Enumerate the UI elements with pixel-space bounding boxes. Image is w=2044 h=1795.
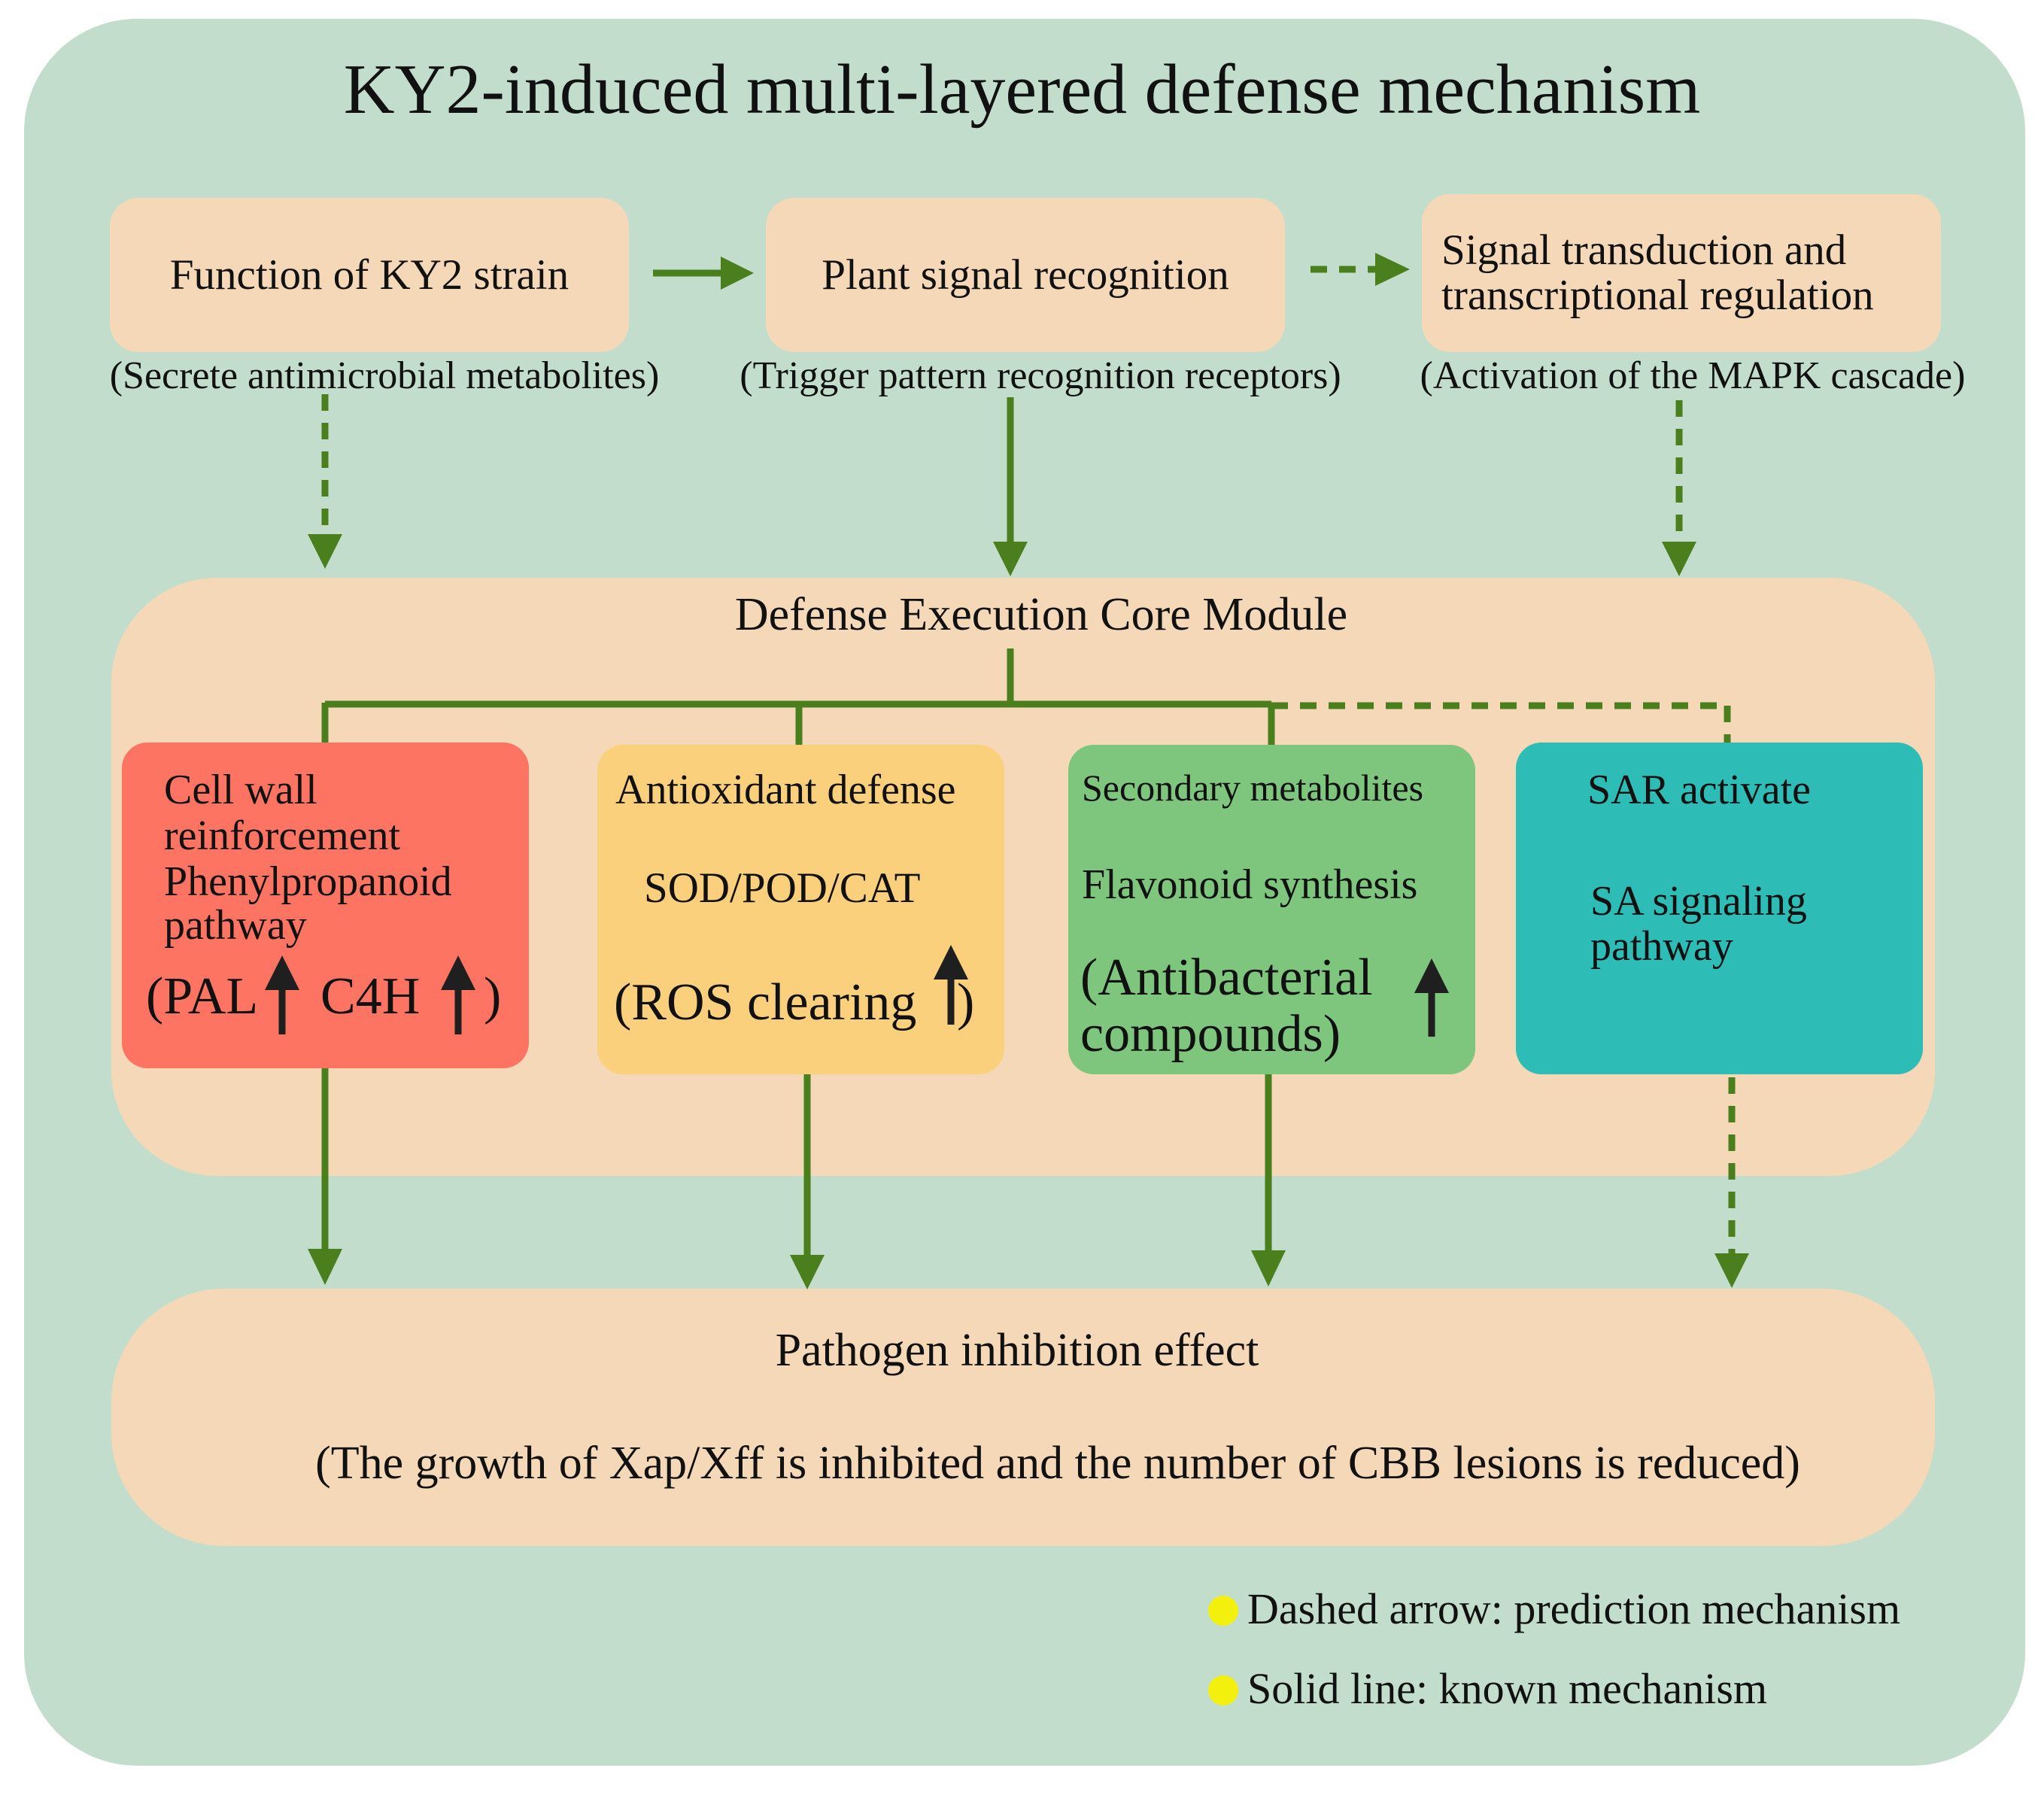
arrowhead-ky2-to-recognition [721, 257, 754, 290]
secondary-line1: Secondary metabolites [1082, 767, 1424, 809]
cell-wall-c4h: C4H [320, 967, 421, 1025]
card-secondary-metabolites [1068, 745, 1475, 1074]
arrowhead-recognition-down [993, 542, 1028, 576]
stage-ky2-function-label: Function of KY2 strain [169, 251, 569, 299]
up-arrow-antibacterial-icon [1414, 958, 1449, 1037]
cell-wall-close-paren: ) [484, 967, 502, 1025]
arrowhead-recognition-to-transduction [1375, 253, 1410, 286]
sar-line3: pathway [1590, 923, 1733, 970]
arrowhead-secondary-down [1251, 1250, 1286, 1286]
stage-ky2-function: Function of KY2 strain [110, 198, 629, 352]
legend-dot-dashed [1208, 1596, 1238, 1626]
stage-signal-recognition: Plant signal recognition [766, 198, 1285, 352]
stage-signal-recognition-label: Plant signal recognition [822, 251, 1229, 299]
secondary-line2: Flavonoid synthesis [1082, 861, 1418, 908]
sar-line2: SA signaling [1590, 878, 1807, 925]
cell-wall-line3: Phenylpropanoid [164, 858, 452, 905]
effect-detail: (The growth of Xap/Xff is inhibited and … [315, 1438, 1800, 1489]
stage-ky2-function-sub: (Secrete antimicrobial metabolites) [109, 354, 660, 397]
stage-signal-transduction-line2: transcriptional regulation [1441, 272, 1874, 319]
effect-panel [111, 1289, 1935, 1546]
cell-wall-line1: Cell wall [164, 767, 317, 813]
antioxidant-close-paren: ) [957, 973, 975, 1031]
stage-signal-recognition-sub: (Trigger pattern recognition receptors) [740, 354, 1341, 397]
arrowhead-ky2-down [308, 534, 342, 569]
legend-solid-label: Solid line: known mechanism [1247, 1664, 1768, 1713]
core-module-label: Defense Execution Core Module [734, 589, 1348, 640]
cell-wall-line2: reinforcement [164, 812, 401, 859]
secondary-line4: compounds) [1080, 1005, 1341, 1063]
card-antioxidant [597, 745, 1004, 1074]
up-arrow-pal-icon [265, 955, 299, 1034]
stage-signal-transduction-line1: Signal transduction and [1441, 226, 1847, 275]
cell-wall-pal: (PAL [146, 967, 259, 1025]
legend-dot-solid [1208, 1675, 1238, 1705]
legend-dashed-label: Dashed arrow: prediction mechanism [1247, 1584, 1901, 1633]
arrowhead-sar-down [1714, 1253, 1749, 1288]
secondary-line3: (Antibacterial [1080, 949, 1373, 1007]
antioxidant-line2: SOD/POD/CAT [644, 864, 921, 912]
card-sar [1516, 743, 1923, 1074]
up-arrow-c4h-icon [441, 955, 475, 1034]
sar-line1: SAR activate [1587, 767, 1812, 813]
antioxidant-line1: Antioxidant defense [615, 767, 956, 813]
up-arrow-ros-icon [934, 945, 968, 1025]
arrowhead-transduction-down [1662, 542, 1696, 576]
diagram-title: KY2-induced multi-layered defense mechan… [343, 50, 1701, 129]
stage-signal-transduction-sub: (Activation of the MAPK cascade) [1420, 354, 1966, 397]
antioxidant-line3: (ROS clearing [614, 973, 917, 1031]
effect-label: Pathogen inhibition effect [775, 1325, 1259, 1376]
arrowhead-antioxidant-down [790, 1255, 825, 1289]
arrowhead-cell-wall-down [308, 1249, 342, 1285]
cell-wall-line4: pathway [164, 902, 307, 949]
stage-signal-transduction: Signal transduction and transcriptional … [1422, 194, 1941, 352]
